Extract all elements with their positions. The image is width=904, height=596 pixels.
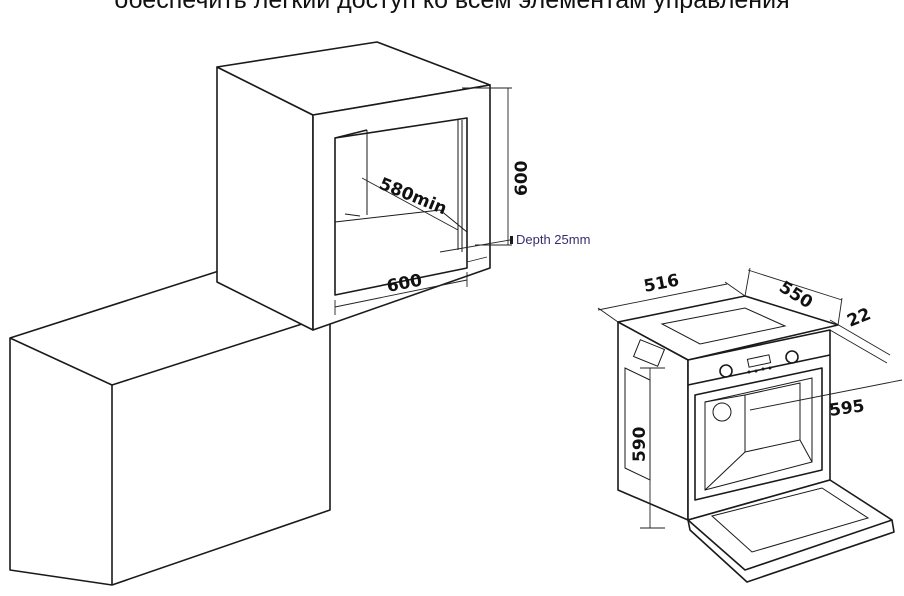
button-dot-4 [768,366,772,370]
depth-annotation: Depth 25mm [516,232,590,247]
oven-side-handle [632,339,666,367]
oven-top-inset [660,307,787,345]
depth-arrow [466,256,488,263]
depth-marker [510,236,513,244]
button-dot-1 [747,370,751,374]
display-window [746,354,772,368]
oven-door-glass [710,487,870,553]
cavity-top-left [704,394,746,403]
niche-inner-top [334,129,368,139]
caption-text: обеспечить легкий доступ ко всем элемент… [114,0,790,14]
button-dot-2 [754,369,758,373]
dim-516-ext-right [724,281,746,297]
cavity-bottom-left [704,451,746,491]
dim-oven-width: 595 [828,396,866,421]
cavity-bottom-right [799,439,813,463]
niche-depth-tick [344,213,361,217]
dim-550-ext-left [744,267,751,297]
oven-fan [712,402,732,422]
dim-width-line [334,279,468,308]
base-unit-body [9,269,331,586]
dim-22-ext-top [829,319,891,356]
oven-cavity-frame [694,367,823,501]
dim-niche-height: 600 [512,160,532,196]
dim-516-ext-left [597,307,619,323]
dim-22-ext-bottom [829,329,888,364]
dim-depth-line [361,177,459,231]
button-dot-3 [761,367,765,371]
dim-516-line [597,283,728,311]
niche-inner-shelf [334,209,441,223]
left-knob [719,364,733,378]
dim-front-width: 516 [642,271,681,297]
niche-opening [334,117,468,296]
cabinet: 600 580min 600 Depth 25mm [9,41,590,586]
dim-595-line [749,379,903,411]
control-panel-edge [687,354,831,386]
dim-550-ext-right [837,297,843,326]
depth-leader [439,239,511,253]
oven: 516 550 22 595 590 [597,267,903,583]
right-knob [785,350,799,364]
dim-panel-thickness: 22 [844,304,873,331]
dim-550-line [747,269,843,301]
oven-door-edge [687,519,895,583]
dim-oven-height: 590 [630,426,650,462]
